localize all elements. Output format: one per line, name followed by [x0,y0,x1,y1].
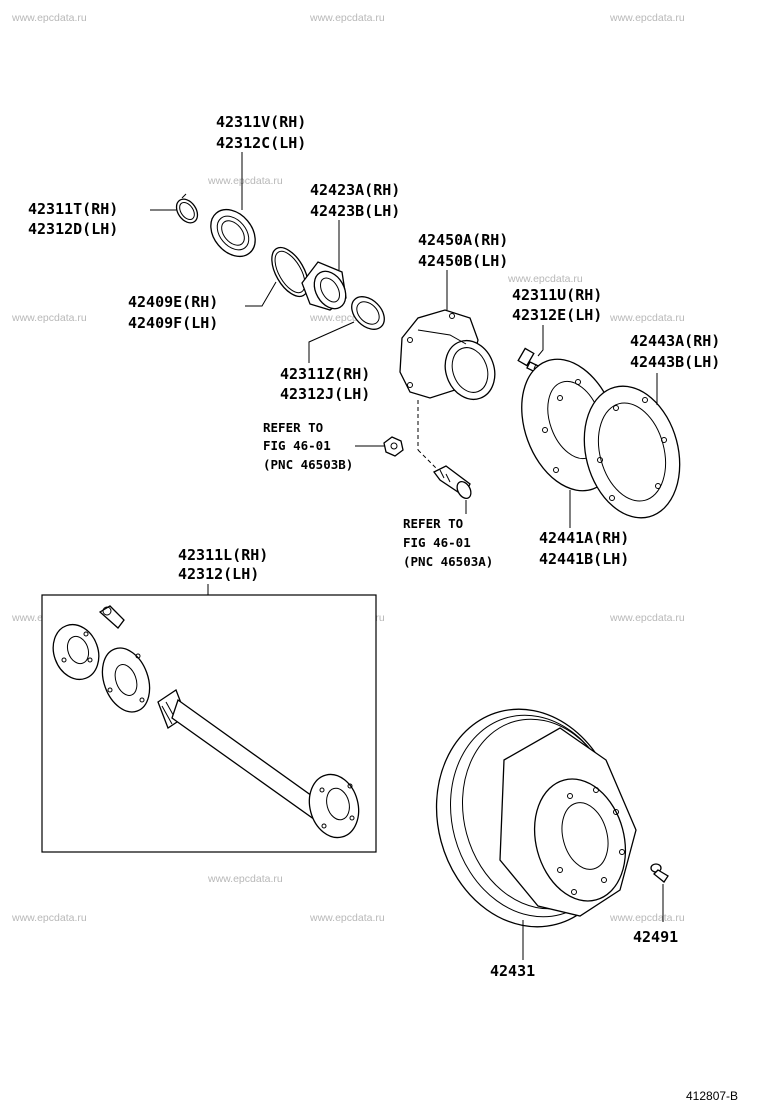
axle-shaft-assembly [41,594,377,853]
watermark: www.epcdata.ru [11,12,87,24]
part-labels: 42311V(RH) 42312C(LH) 42311T(RH) 42312D(… [28,113,720,980]
label-42441a: 42441A(RH) [539,529,629,547]
plate-42443a [583,385,681,519]
leader-lines [150,152,664,960]
watermark: www.epcdata.ru [207,873,283,885]
watermark: www.epcdata.ru [507,273,583,285]
watermark: www.epcdata.ru [609,12,685,24]
ref-note-46503b-line1: REFER TO [263,420,323,435]
label-42423b: 42423B(LH) [310,202,400,220]
label-42450a: 42450A(RH) [418,231,508,249]
watermark: www.epcdata.ru [309,912,385,924]
label-42423a: 42423A(RH) [310,181,400,199]
oil-seal-42311z [351,296,385,330]
label-42312e: 42312E(LH) [512,306,602,324]
label-42441b: 42441B(LH) [539,550,629,568]
oil-seal-42311v [210,208,256,258]
stud-guide-line [417,449,437,469]
label-42443b: 42443B(LH) [630,353,720,371]
label-42312c: 42312C(LH) [216,134,306,152]
label-42409e: 42409E(RH) [128,293,218,311]
ref-note-46503a-line2: FIG 46-01 [403,535,471,550]
label-42443a: 42443A(RH) [630,332,720,350]
label-42312j: 42312J(LH) [280,385,370,403]
snap-ring-42311t [175,193,199,224]
label-42431: 42431 [490,962,535,980]
reference-notes: REFER TO FIG 46-01 (PNC 46503B) REFER TO… [263,420,493,569]
retainer-42450a [399,309,496,401]
ref-note-46503a-line3: (PNC 46503A) [403,554,493,569]
watermark: www.epcdata.ru [609,912,685,924]
o-ring-42409e [271,246,309,298]
figure-code: 412807-B [686,1089,738,1103]
label-42311u: 42311U(RH) [512,286,602,304]
watermark: www.epcdata.ru [11,312,87,324]
nut-46503b [383,436,404,457]
watermark: www.epcdata.ru [609,312,685,324]
label-42311v: 42311V(RH) [216,113,306,131]
stud-46503a [433,465,472,500]
ref-note-46503b-line2: FIG 46-01 [263,438,331,453]
watermark: www.epcdata.ru [609,612,685,624]
label-42491: 42491 [633,928,678,946]
label-42450b: 42450B(LH) [418,252,508,270]
label-42312d: 42312D(LH) [28,220,118,238]
bearing-42423a [301,261,347,311]
ref-note-46503b-line3: (PNC 46503B) [263,457,353,472]
label-42409f: 42409F(LH) [128,314,218,332]
label-42311l: 42311L(RH) [178,546,268,564]
label-42312: 42312(LH) [178,565,259,583]
label-42311z: 42311Z(RH) [280,365,370,383]
watermark: www.epcdata.ru [207,175,283,187]
label-42311t: 42311T(RH) [28,200,118,218]
ref-note-46503a-line1: REFER TO [403,516,463,531]
screw-42491 [650,863,669,883]
watermark: www.epcdata.ru [309,12,385,24]
brake-drum-42431 [435,708,637,928]
watermark: www.epcdata.ru [11,912,87,924]
